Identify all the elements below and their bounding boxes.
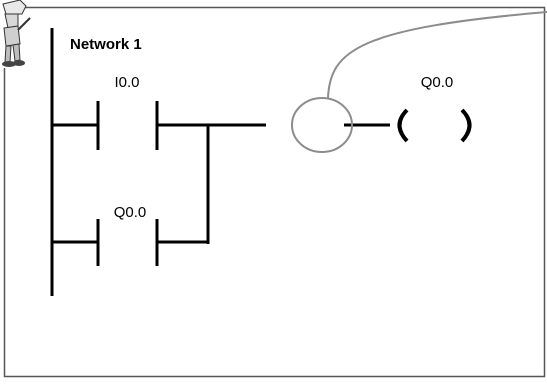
network-title: Network 1 (70, 36, 142, 53)
coil-label: Q0.0 (421, 74, 454, 91)
network-frame (3, 6, 546, 378)
cartoon-person-icon (0, 0, 31, 68)
contact-i0-0[interactable] (52, 101, 208, 150)
contact-label: I0.0 (114, 74, 139, 91)
highlight-circle (291, 97, 353, 153)
contact-q0-0[interactable] (52, 219, 208, 266)
callout-line (327, 11, 547, 99)
contact-label: Q0.0 (114, 204, 147, 221)
